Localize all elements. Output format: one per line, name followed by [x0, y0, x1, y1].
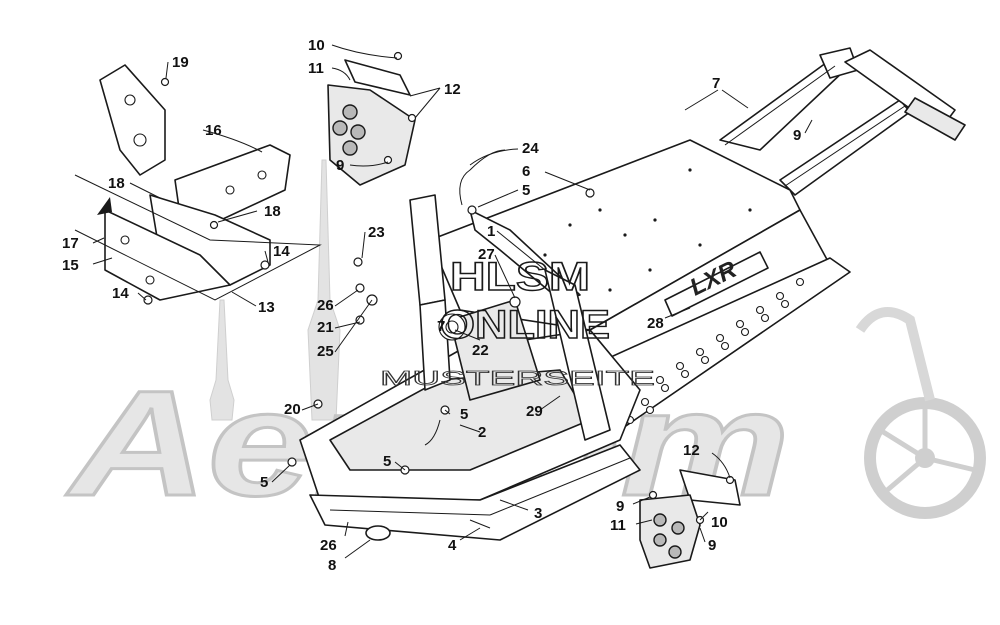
- callout-14: 14: [273, 243, 290, 260]
- rear-bumper-handle: [904, 97, 966, 141]
- running-board-holes: [625, 277, 805, 425]
- front-bumper-rail: [309, 444, 641, 541]
- callout-18: 18: [264, 203, 281, 220]
- callout-21: 21: [317, 319, 334, 336]
- callout-23: 23: [368, 224, 385, 241]
- watermark-motorcycle: [855, 307, 986, 519]
- callout-18: 18: [108, 175, 125, 192]
- bracket-19: [99, 64, 166, 176]
- callout-25: 25: [317, 343, 334, 360]
- callout-4: 4: [448, 537, 457, 554]
- callout-10: 10: [308, 37, 325, 54]
- callout-12: 12: [444, 81, 461, 98]
- bolt-4: [469, 519, 491, 529]
- steering-post-left: [409, 194, 446, 306]
- callout-5: 5: [460, 406, 468, 423]
- rear-rail-upper: [719, 59, 846, 151]
- bracket-10-lower: [679, 469, 741, 506]
- callout-29: 29: [526, 403, 543, 420]
- callout-7: 7: [712, 75, 720, 92]
- steering-post-right: [544, 269, 611, 441]
- watermark-spire-small: [209, 299, 235, 421]
- direction-arrow: [97, 197, 112, 215]
- callout-10: 10: [711, 514, 728, 531]
- chassis-tunnel-assembly: LXR: [287, 47, 966, 541]
- callout-13: 13: [258, 299, 275, 316]
- callout-9: 9: [708, 537, 716, 554]
- callout-3: 3: [534, 505, 542, 522]
- callout-26: 26: [320, 537, 337, 554]
- stamp-line-2: ONLINE: [440, 303, 610, 347]
- callout-28: 28: [647, 315, 664, 332]
- callout-labels: 19 16 18 18 17 15 14 14 13 10 11 12 9 7 …: [62, 37, 801, 574]
- upper-bracket-group: [327, 51, 417, 186]
- callout-5: 5: [260, 474, 268, 491]
- stamp-line-3: MUSTERSEITE: [380, 368, 655, 390]
- brand-decal-plate: [664, 251, 769, 317]
- callout-11: 11: [308, 60, 324, 77]
- callout-26: 26: [317, 297, 334, 314]
- callout-6: 6: [522, 163, 530, 180]
- callout-7: 7: [437, 318, 445, 335]
- callout-24: 24: [522, 140, 539, 157]
- callout-9: 9: [793, 127, 801, 144]
- steering-support-plate: [449, 299, 541, 401]
- plate-11-lower: [639, 494, 701, 569]
- callout-16: 16: [205, 122, 222, 139]
- callout-9: 9: [336, 157, 344, 174]
- callout-22: 22: [472, 342, 489, 359]
- callout-20: 20: [284, 401, 301, 418]
- callout-8: 8: [328, 557, 336, 574]
- bracket-10-upper: [344, 59, 411, 96]
- callout-1: 1: [487, 223, 495, 240]
- callout-2: 2: [478, 424, 486, 441]
- callout-14: 14: [112, 285, 129, 302]
- callout-19: 19: [172, 54, 189, 71]
- stamp-watermark: HLSM ONLINE MUSTERSEITE: [380, 254, 656, 390]
- callout-17: 17: [62, 235, 79, 252]
- callout-27: 27: [478, 246, 495, 263]
- callout-15: 15: [62, 257, 79, 274]
- left-bracket-group: [74, 64, 322, 305]
- rear-rail-lower: [779, 99, 911, 196]
- plug-8: [365, 525, 391, 541]
- leader-lines: [92, 44, 813, 559]
- callout-11: 11: [610, 517, 626, 534]
- callout-9: 9: [616, 498, 624, 515]
- cable-24: [459, 149, 506, 206]
- stamp-line-1: HLSM: [450, 255, 590, 299]
- callout-5: 5: [383, 453, 391, 470]
- callout-12: 12: [683, 442, 700, 459]
- callout-5: 5: [522, 182, 530, 199]
